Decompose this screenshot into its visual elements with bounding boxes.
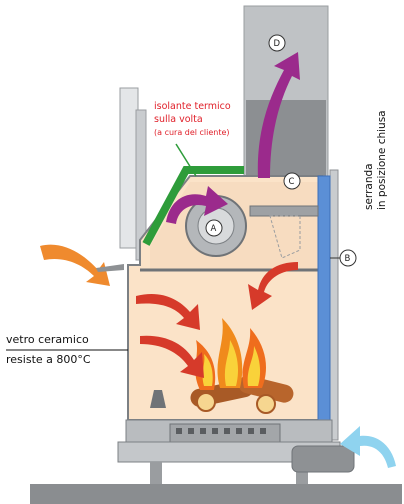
label-insulation-3: (a cura del cliente) (154, 128, 230, 137)
damper-plate (250, 206, 318, 216)
air-inlet-pipe (292, 446, 354, 472)
floor-base (30, 484, 402, 504)
label-damper-2: in posizione chiusa (376, 110, 388, 210)
label-glass-2: resiste a 800°C (6, 353, 91, 366)
marker-b: B (345, 254, 351, 264)
front-frame-left (120, 88, 138, 248)
marker-a: A (211, 224, 217, 234)
ceramic-glass-front (318, 176, 330, 440)
marker-c: C (289, 177, 295, 187)
label-damper-1: serranda (363, 163, 375, 210)
support-leg-left (150, 462, 162, 484)
rear-panel (330, 170, 338, 440)
label-insulation-2: sulla volta (154, 114, 203, 125)
label-glass-1: vetro ceramico (6, 333, 89, 346)
air-intake-duct (96, 264, 124, 272)
air-intake-arrow (40, 245, 110, 286)
marker-d: D (274, 39, 281, 49)
label-insulation-1: isolante termico (154, 101, 231, 112)
